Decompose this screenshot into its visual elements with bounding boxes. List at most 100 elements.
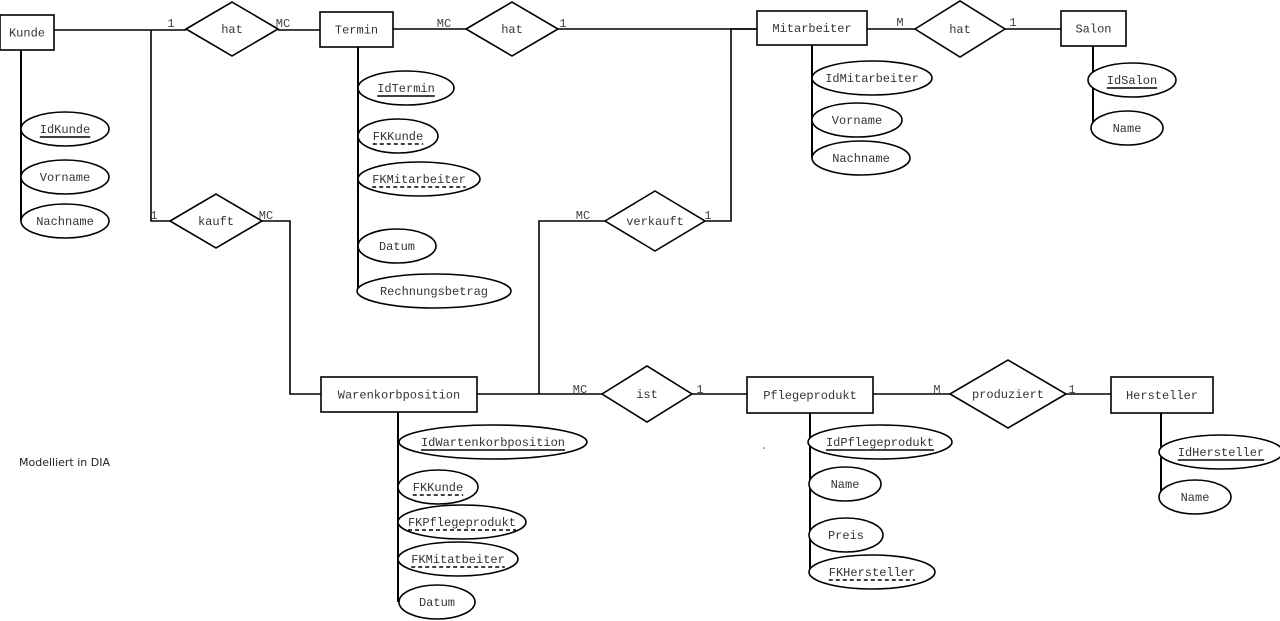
relationship-diamond <box>603 190 707 252</box>
connector-warenkorbposition-verkauft-mitarbeiter-to <box>705 28 757 222</box>
cardinality-to: 1 <box>1068 383 1075 397</box>
attribute-warenkorbposition-fkmitatbeiter[interactable]: FKMitatbeiter <box>397 541 519 577</box>
cardinality-from: 1 <box>150 209 157 223</box>
connector-warenkorbposition-verkauft-mitarbeiter-from <box>538 220 605 394</box>
relationship-pflegeprodukt-produziert-hersteller[interactable]: produziert <box>948 359 1068 429</box>
attribute-pflegeprodukt-name[interactable]: Name <box>808 466 882 502</box>
entity-warenkorbposition[interactable]: Warenkorbposition <box>320 376 478 413</box>
entity-kunde[interactable]: Kunde <box>0 14 55 51</box>
cardinality-from: MC <box>573 383 587 397</box>
relationship-label: ist <box>636 388 658 402</box>
cardinality-from: M <box>896 16 903 30</box>
attribute-warenkorbposition-fkpflegeprodukt[interactable]: FKPflegeprodukt <box>397 504 527 540</box>
attribute-ellipse <box>808 554 936 590</box>
attribute-kunde-nachname[interactable]: Nachname <box>20 203 110 239</box>
entity-label: Pflegeprodukt <box>763 389 857 403</box>
relationship-diamond <box>600 365 694 423</box>
attribute-termin-fkkunde[interactable]: FKKunde <box>357 118 439 154</box>
attribute-label: Name <box>1113 122 1142 136</box>
attribute-termin-fkmitarbeiter[interactable]: FKMitarbeiter <box>357 161 481 197</box>
attribute-label: FKKunde <box>413 481 463 495</box>
attribute-mitarbeiter-nachname[interactable]: Nachname <box>811 140 911 176</box>
attribute-label: Vorname <box>832 114 882 128</box>
relationship-mitarbeiter-hat-salon[interactable]: hat <box>913 0 1007 58</box>
attribute-warenkorbposition-fkkunde[interactable]: FKKunde <box>397 469 479 505</box>
attribute-mitarbeiter-vorname[interactable]: Vorname <box>811 102 903 138</box>
entity-box <box>0 14 55 51</box>
relationship-warenkorbposition-verkauft-mitarbeiter[interactable]: verkauft <box>603 190 707 252</box>
attribute-kunde-vorname[interactable]: Vorname <box>20 159 110 195</box>
attribute-ellipse <box>1158 479 1232 515</box>
entity-label: Warenkorbposition <box>338 389 460 403</box>
attribute-pflegeprodukt-idpflegeprodukt[interactable]: IdPflegeprodukt <box>807 424 953 460</box>
attribute-salon-idsalon[interactable]: IdSalon <box>1087 62 1177 98</box>
attribute-label: IdKunde <box>40 123 90 137</box>
modelled-in-dia-note: Modelliert in DIA <box>19 456 111 469</box>
attribute-label: Name <box>831 478 860 492</box>
attribute-label: Vorname <box>40 171 90 185</box>
entity-salon[interactable]: Salon <box>1060 10 1127 47</box>
attribute-termin-idtermin[interactable]: IdTermin <box>357 70 455 106</box>
stray-dot <box>763 447 765 449</box>
entity-mitarbeiter[interactable]: Mitarbeiter <box>756 10 868 46</box>
attribute-label: Rechnungsbetrag <box>380 285 488 299</box>
connector-kunde-kauft-warenkorbposition-to <box>262 220 321 395</box>
attribute-salon-name[interactable]: Name <box>1090 110 1164 146</box>
cardinality-from: 1 <box>167 17 174 31</box>
attribute-label: FKKunde <box>373 130 423 144</box>
attribute-ellipse <box>808 517 884 553</box>
attribute-pflegeprodukt-fkhersteller[interactable]: FKHersteller <box>808 554 936 590</box>
attribute-ellipse <box>356 273 512 309</box>
relationship-diamond <box>464 1 560 57</box>
relationship-label: hat <box>221 23 243 37</box>
entity-label: Termin <box>335 24 378 38</box>
attribute-label: Nachname <box>832 152 890 166</box>
relationship-warenkorbposition-ist-pflegeprodukt[interactable]: ist <box>600 365 694 423</box>
cardinality-to: 1 <box>696 383 703 397</box>
attribute-warenkorbposition-idwartenkorbposition[interactable]: IdWartenkorbposition <box>398 424 588 460</box>
cardinality-from: MC <box>437 17 451 31</box>
relationship-kunde-kauft-warenkorbposition[interactable]: kauft <box>168 193 264 249</box>
connector-kunde-kauft-warenkorbposition-from <box>150 30 170 222</box>
attribute-ellipse <box>357 228 437 264</box>
attribute-label: IdSalon <box>1107 74 1157 88</box>
attribute-pflegeprodukt-preis[interactable]: Preis <box>808 517 884 553</box>
attribute-kunde-idkunde[interactable]: IdKunde <box>20 111 110 147</box>
attribute-connector-lines <box>20 45 1162 602</box>
attribute-label: Name <box>1181 491 1210 505</box>
relationship-kunde-hat-termin[interactable]: hat <box>184 1 280 57</box>
connector-lines <box>54 28 1111 395</box>
attribute-ellipse <box>808 466 882 502</box>
attribute-termin-datum[interactable]: Datum <box>357 228 437 264</box>
attribute-label: IdWartenkorbposition <box>421 436 565 450</box>
attribute-hersteller-name[interactable]: Name <box>1158 479 1232 515</box>
attribute-label: IdTermin <box>377 82 435 96</box>
cardinality-to: 1 <box>704 209 711 223</box>
entity-label: Mitarbeiter <box>772 22 851 36</box>
attribute-hersteller-idhersteller[interactable]: IdHersteller <box>1158 434 1280 470</box>
attribute-termin-rechnungsbetrag[interactable]: Rechnungsbetrag <box>356 273 512 309</box>
attribute-ellipse <box>20 203 110 239</box>
entity-box <box>746 376 874 414</box>
relationship-label: produziert <box>972 388 1044 402</box>
attribute-mitarbeiter-idmitarbeiter[interactable]: IdMitarbeiter <box>811 60 933 96</box>
attribute-ellipse <box>20 159 110 195</box>
relationship-diamond <box>913 0 1007 58</box>
attribute-label: FKMitarbeiter <box>372 173 466 187</box>
entity-termin[interactable]: Termin <box>319 11 394 48</box>
attribute-label: FKHersteller <box>829 566 915 580</box>
relationship-label: hat <box>949 23 971 37</box>
entity-box <box>756 10 868 46</box>
attribute-ellipse <box>398 584 476 620</box>
relationship-termin-hat-mitarbeiter[interactable]: hat <box>464 1 560 57</box>
attribute-ellipse <box>811 102 903 138</box>
entity-pflegeprodukt[interactable]: Pflegeprodukt <box>746 376 874 414</box>
attribute-label: FKPflegeprodukt <box>408 516 516 530</box>
attribute-ellipse <box>1090 110 1164 146</box>
entity-box <box>1110 376 1214 414</box>
cardinality-to: 1 <box>1009 16 1016 30</box>
attribute-label: IdMitarbeiter <box>825 72 919 86</box>
entity-label: Salon <box>1075 23 1111 37</box>
entity-hersteller[interactable]: Hersteller <box>1110 376 1214 414</box>
attribute-warenkorbposition-datum[interactable]: Datum <box>398 584 476 620</box>
